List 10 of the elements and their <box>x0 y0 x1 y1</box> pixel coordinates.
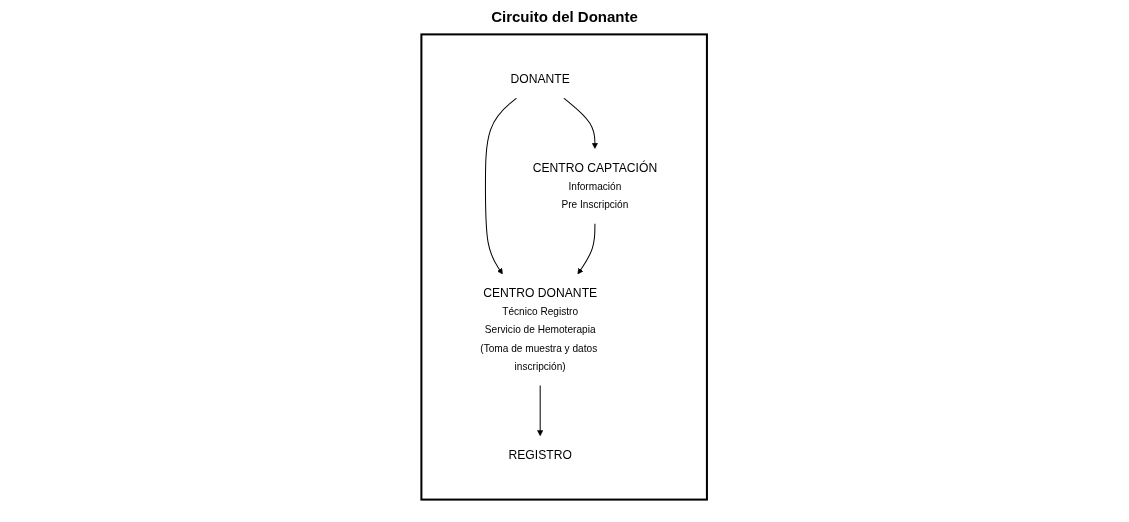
arrow <box>537 384 544 437</box>
arrow <box>577 223 596 275</box>
cluster <box>420 33 709 501</box>
node-text: CENTRO DONANTE Técnico Registro Servicio de Hemoterapia (Toma de muestra y datos inscripción) <box>480 286 598 372</box>
node-text: CENTRO CAPTACIÓN Información Pre Inscripción <box>532 160 658 211</box>
node-text: DONANTE <box>510 71 571 86</box>
diagram-title: Circuito del Donante <box>490 8 639 25</box>
node-text: REGISTRO <box>508 448 573 462</box>
arrow <box>563 97 599 149</box>
arrow <box>485 97 518 275</box>
